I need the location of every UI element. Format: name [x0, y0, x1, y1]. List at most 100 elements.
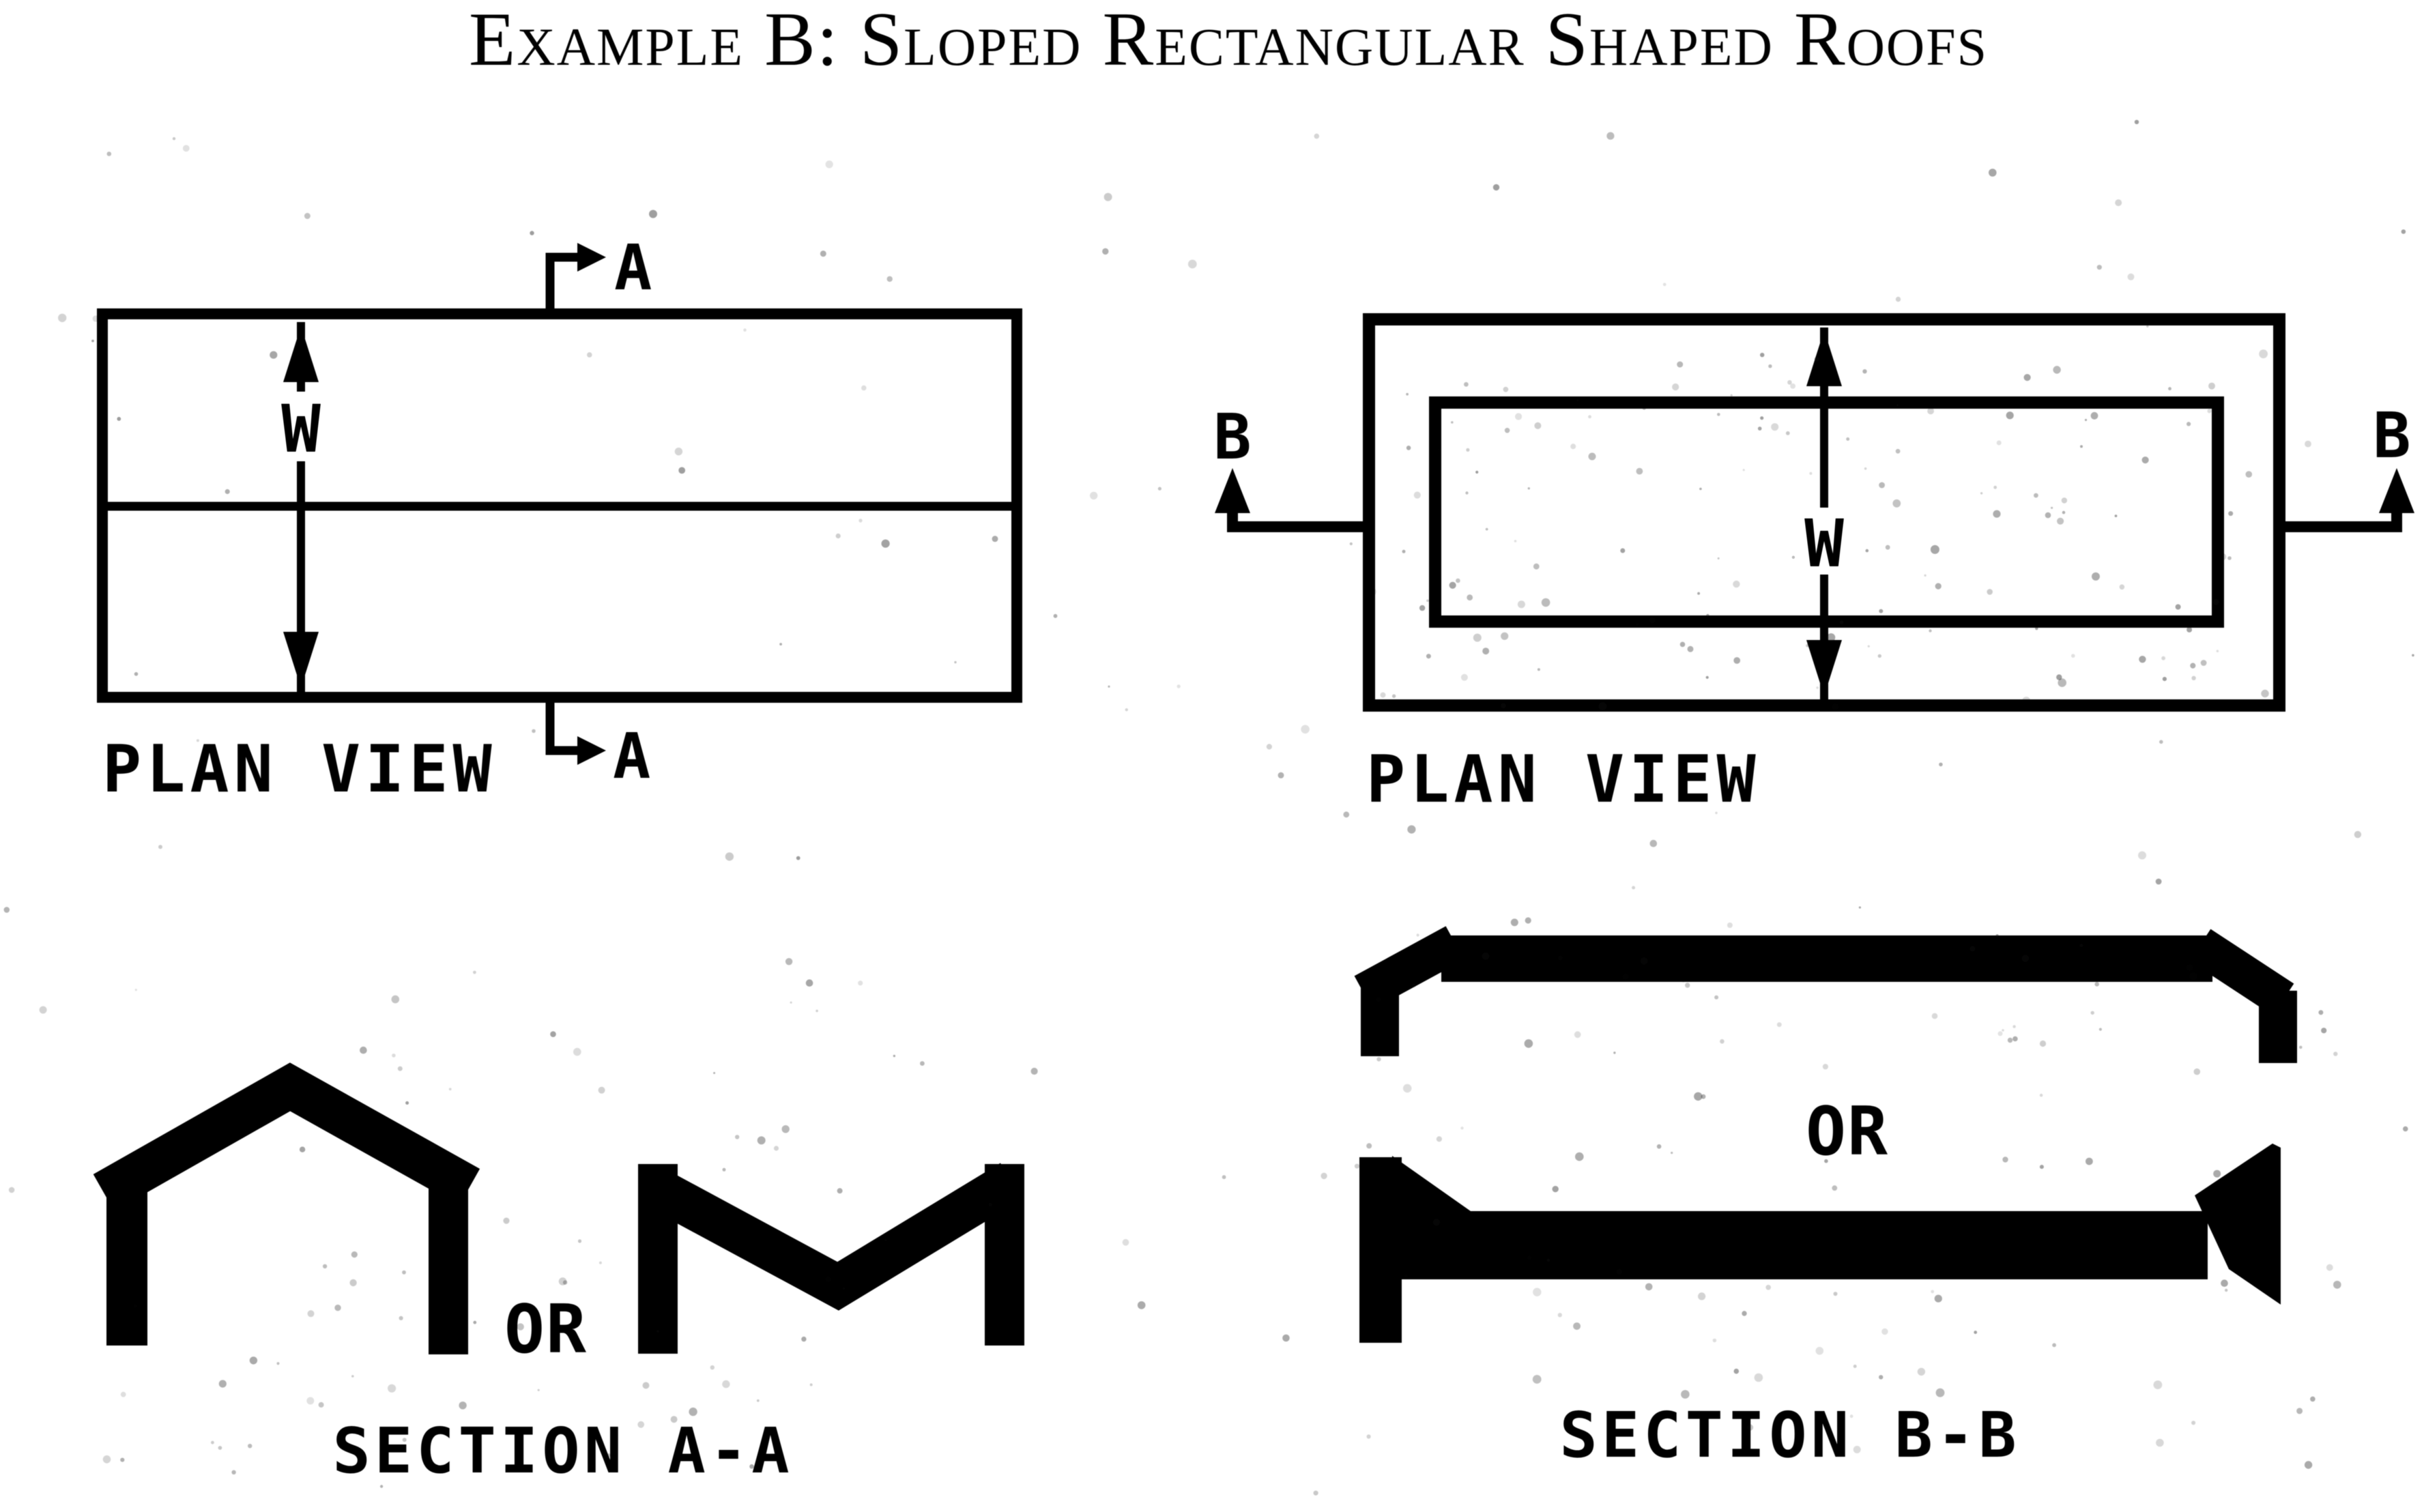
speckle-dot — [2090, 1011, 2094, 1015]
speckle-dot — [1473, 633, 1482, 642]
speckle-dot — [1672, 383, 1679, 391]
speckle-dot — [710, 1365, 715, 1370]
speckle-dot — [2006, 411, 2014, 420]
speckle-dot — [2023, 374, 2031, 381]
speckle-dot — [1412, 983, 1416, 987]
speckle-dot — [2213, 1169, 2221, 1178]
speckle-dot — [8, 1187, 15, 1193]
speckle-dot — [1993, 510, 2001, 518]
section-bb-caption: SECTION B-B — [1559, 1399, 2020, 1472]
speckle-dot — [1879, 609, 1884, 613]
speckle-dot — [1733, 657, 1741, 664]
speckle-dot — [1754, 1373, 1763, 1382]
speckle-dot — [550, 1031, 556, 1037]
speckle-dot — [304, 213, 311, 219]
left-width-label: W — [281, 391, 321, 467]
speckle-dot — [211, 1440, 214, 1444]
speckle-dot — [2153, 1380, 2163, 1389]
speckle-dot — [1877, 654, 1881, 658]
speckle-dot — [1987, 589, 1993, 595]
speckle-dot — [2141, 456, 2149, 464]
section-bb: OR SECTION B-B — [1354, 926, 2297, 1472]
section-a-bottom-arrow-icon — [577, 736, 606, 765]
speckle-dot — [360, 1046, 367, 1054]
speckle-dot — [1460, 673, 1468, 681]
section-aa: OR SECTION A-A — [93, 1062, 1024, 1487]
speckle-dot — [1125, 708, 1129, 712]
speckle-dot — [642, 1382, 650, 1389]
speckle-dot — [1389, 1250, 1396, 1257]
speckle-dot — [1824, 1159, 1828, 1163]
speckle-dot — [117, 417, 121, 421]
speckle-dot — [1402, 1084, 1412, 1093]
speckle-dot — [2200, 660, 2207, 666]
hip-roof-right-slope — [2189, 929, 2294, 1016]
speckle-dot — [120, 1391, 126, 1397]
speckle-dot — [392, 1053, 396, 1058]
speckle-dot — [1102, 248, 1109, 255]
speckle-dot — [1929, 629, 1932, 633]
speckle-dot — [1935, 583, 1942, 590]
speckle-dot — [2296, 1408, 2303, 1414]
speckle-dot — [1833, 1292, 1838, 1296]
speckle-dot — [2156, 1438, 2164, 1447]
speckle-dot — [322, 1264, 328, 1269]
speckle-dot — [1557, 955, 1563, 961]
speckle-dot — [1864, 467, 1867, 470]
speckle-dot — [1533, 1288, 1542, 1296]
speckle-dot — [2039, 1093, 2043, 1097]
speckle-dot — [1896, 404, 1899, 407]
speckle-dot — [1642, 406, 1646, 410]
speckle-dot — [1771, 423, 1779, 431]
speckle-dot — [2261, 689, 2269, 698]
speckle-dot — [1574, 1031, 1581, 1038]
speckle-dot — [102, 1455, 111, 1464]
speckle-dot — [2052, 1343, 2057, 1348]
speckle-dot — [1671, 1152, 1673, 1154]
speckle-dot — [1598, 702, 1607, 711]
speckle-dot — [2304, 1461, 2313, 1469]
section-b-right-arrow-icon — [2379, 468, 2414, 513]
speckle-dot — [805, 979, 813, 987]
right-plan-caption: PLAN VIEW — [1366, 742, 1761, 817]
speckle-dot — [1524, 1039, 1533, 1048]
speckle-dot — [1460, 1126, 1464, 1130]
speckle-dot — [1787, 380, 1792, 385]
speckle-dot — [1402, 549, 1406, 553]
speckle-dot — [1575, 1152, 1584, 1161]
speckle-dot — [1816, 686, 1819, 689]
speckle-dot — [2086, 1157, 2093, 1165]
right-width-arrow-up-icon — [1806, 330, 1842, 386]
speckle-dot — [2012, 1036, 2018, 1042]
speckle-dot — [1685, 983, 1690, 988]
speckle-dot — [182, 145, 190, 152]
speckle-dot — [2168, 387, 2172, 391]
speckle-dot — [249, 1356, 258, 1365]
speckle-dot — [1765, 1285, 1771, 1290]
speckle-dot — [1137, 1301, 1146, 1309]
speckle-dot — [1934, 1294, 1942, 1303]
speckle-dot — [2114, 514, 2118, 517]
speckle-dot — [429, 1142, 436, 1150]
speckle-dot — [1715, 811, 1718, 815]
speckle-dot — [920, 1061, 925, 1066]
speckle-dot — [2193, 1068, 2201, 1075]
speckle-dot — [1727, 922, 1733, 928]
speckle-dot — [1697, 592, 1701, 595]
speckle-dot — [1757, 426, 1762, 431]
speckle-dot — [573, 1047, 581, 1056]
speckle-dot — [1776, 1022, 1782, 1028]
speckle-dot — [2045, 512, 2051, 519]
speckle-dot — [842, 1287, 846, 1290]
section-b-left-arrow-icon — [1215, 468, 1250, 513]
speckle-dot — [1030, 1067, 1038, 1075]
speckle-dot — [678, 467, 686, 474]
speckle-dot — [2227, 556, 2232, 560]
speckle-dot — [1917, 1367, 1926, 1376]
speckle-dot — [2039, 1040, 2047, 1047]
section-bb-or-label: OR — [1806, 1093, 1889, 1171]
speckle-dot — [1426, 654, 1431, 659]
speckle-dot — [1974, 1331, 1978, 1335]
speckle-dot — [1459, 620, 1464, 626]
speckle-dot — [1679, 641, 1686, 648]
